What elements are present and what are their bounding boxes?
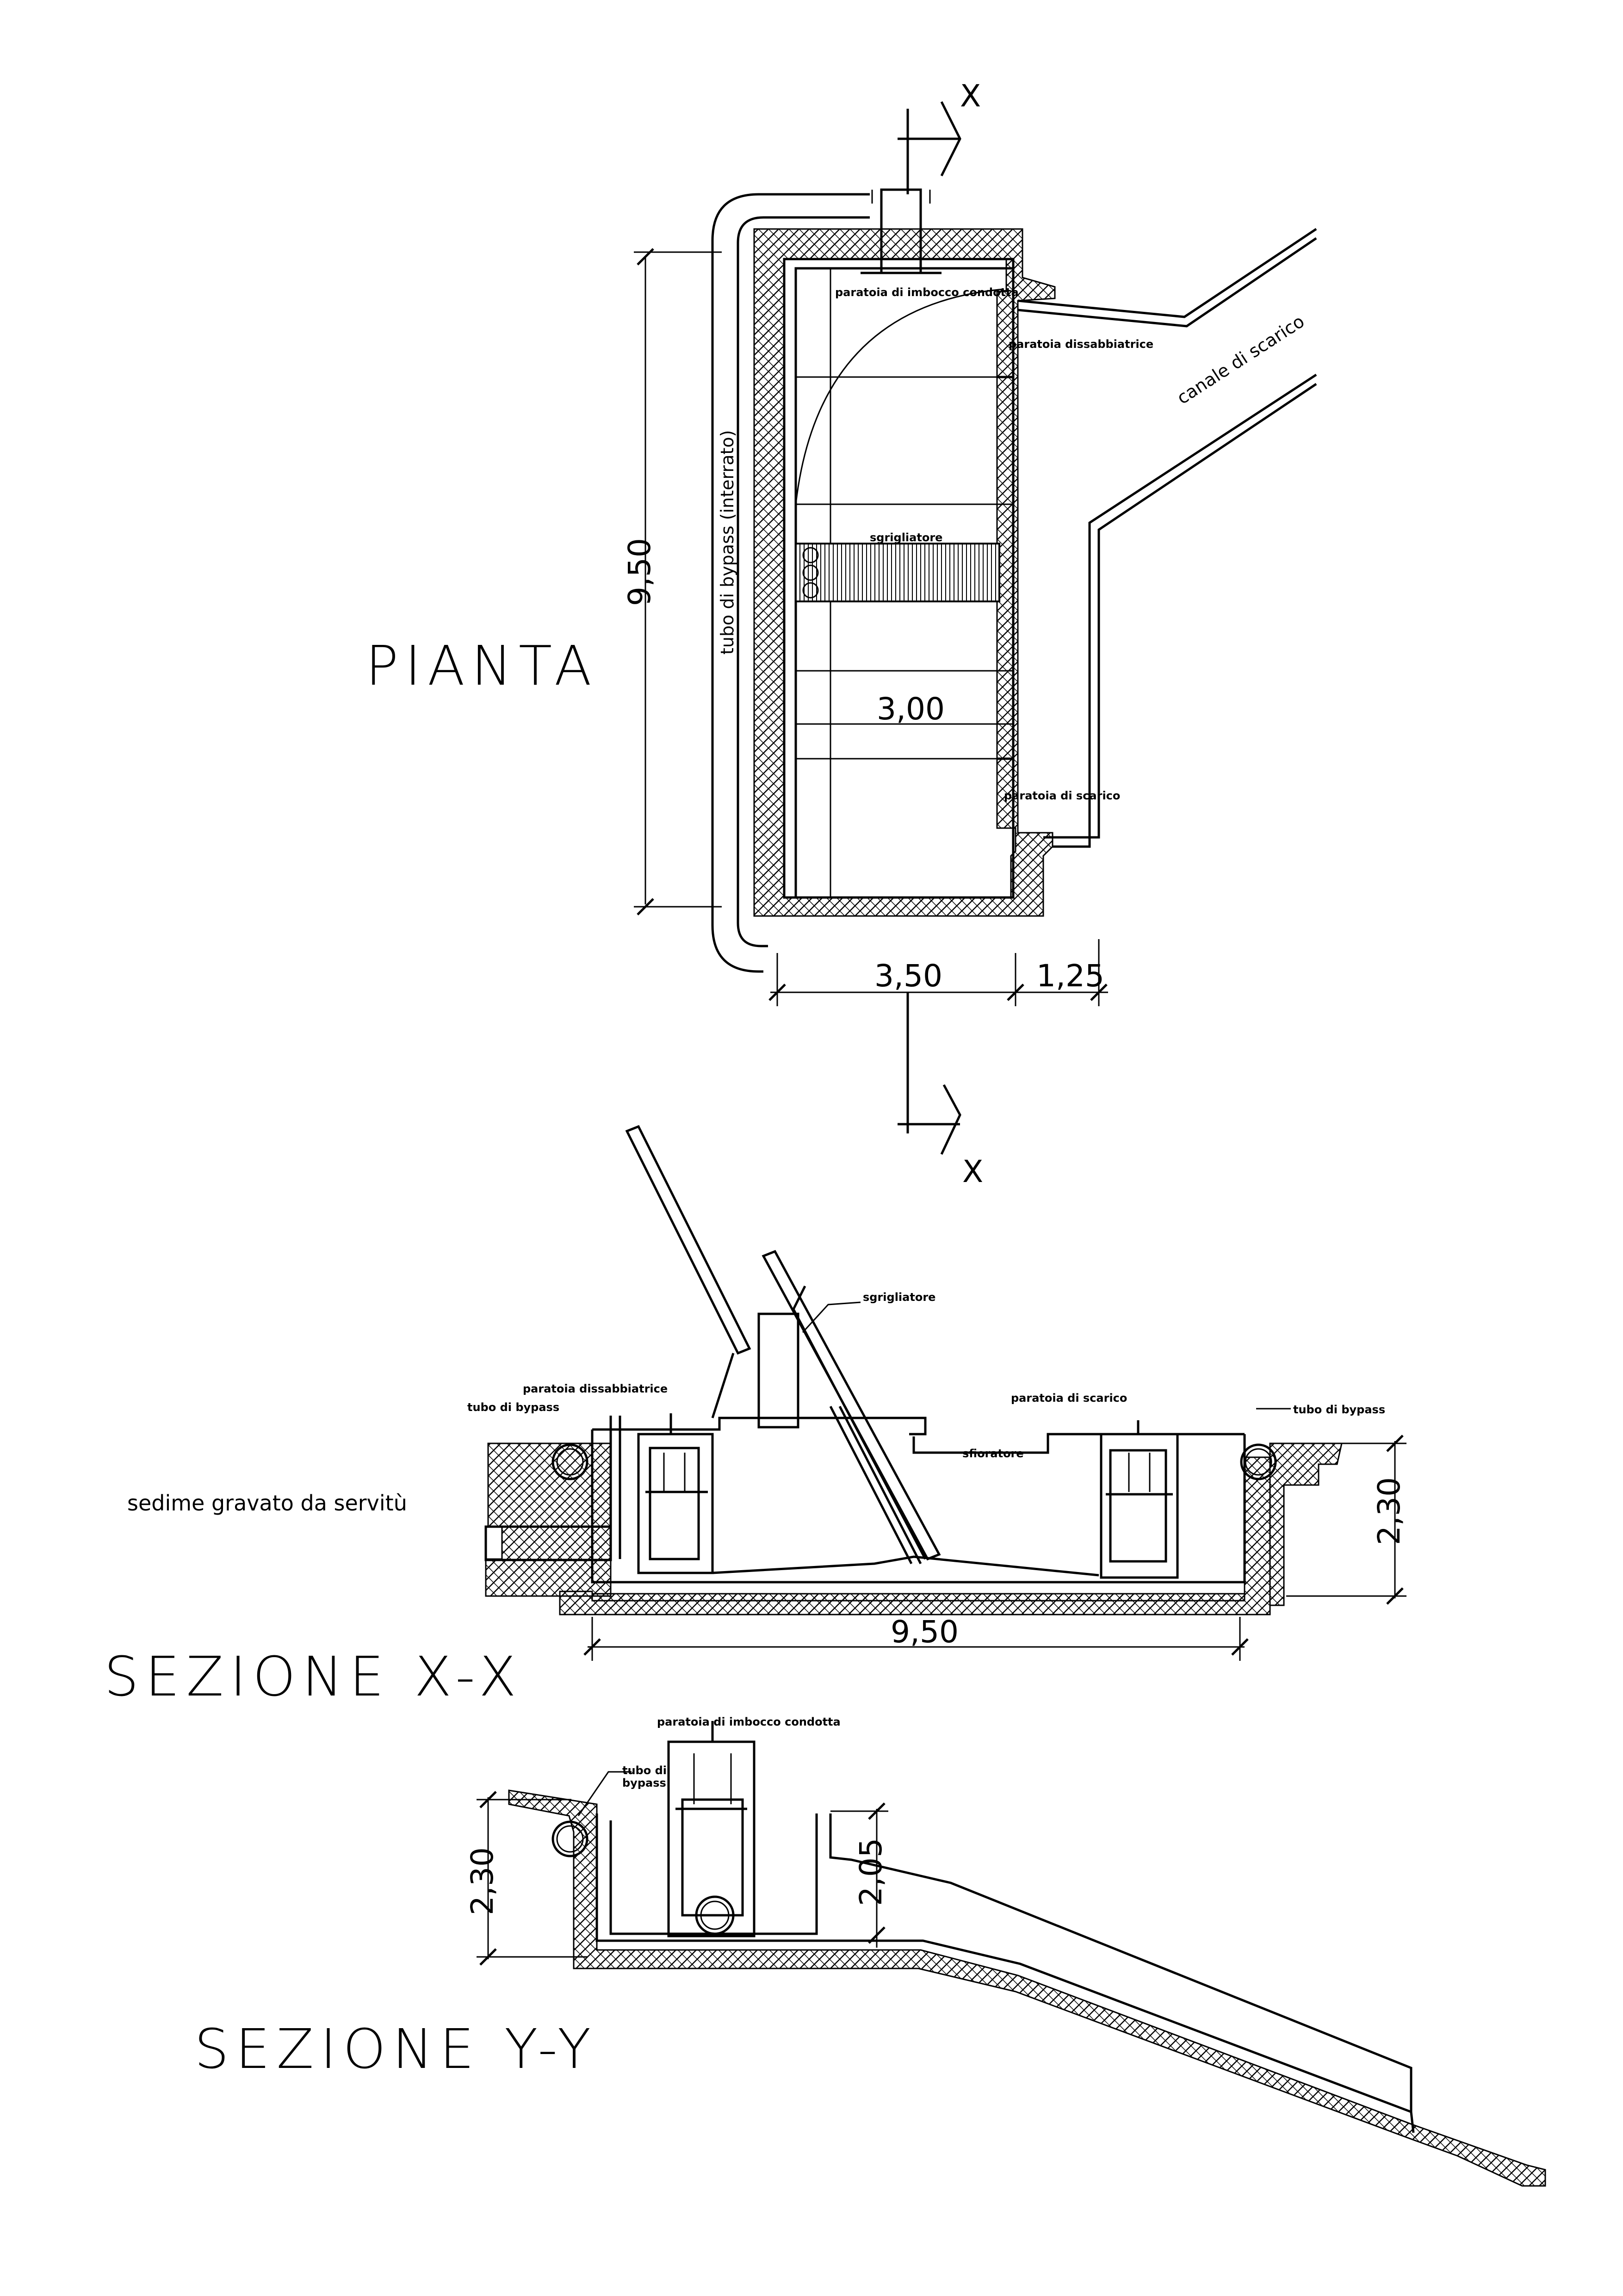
section-y-bypass-label-1: tubo di: [622, 1764, 667, 1777]
title-plan: PIANTA: [365, 634, 598, 698]
dim-section-y-height-value: 2,30: [465, 1847, 500, 1915]
dim-plan-inner-width: 3,00: [877, 691, 945, 727]
section-x-bypass-left: [551, 1443, 588, 1480]
title-section-y: SEZIONE Y-Y: [194, 2017, 597, 2081]
plan-screen-label: sgrigliatore: [870, 531, 942, 544]
section-x-screen-label: sgrigliatore: [863, 1291, 935, 1304]
section-x-view: 2,30 9,50 sgrigliatore paratoia dissabbi…: [104, 1125, 1407, 1708]
section-x-bypass-right-label: tubo di bypass: [1293, 1403, 1385, 1416]
section-x-bypass-left-label: tubo di bypass: [467, 1401, 559, 1414]
plan-view: X: [365, 78, 1317, 1189]
section-y-ground: [508, 1789, 1546, 2187]
bypass-pipe: [711, 193, 870, 973]
section-x-discharge-gate-label: paratoia di scarico: [1011, 1392, 1127, 1405]
dim-section-y-inner-value: 2,05: [853, 1838, 889, 1906]
section-x-ground-right: [1269, 1442, 1343, 1606]
dim-section-x-height-value: 2,30: [1371, 1477, 1407, 1545]
dim-section-y-height: [477, 1791, 588, 1966]
dim-plan-length: [634, 248, 722, 916]
dim-section-x-length-value: 9,50: [891, 1614, 959, 1650]
section-y-pipe: [695, 1895, 735, 1935]
section-x-screen-arm: [625, 1125, 941, 1565]
dim-section-x-length: [583, 1617, 1249, 1661]
dim-plan-side-value: 1,25: [1036, 958, 1104, 994]
section-y-bypass-label-2: bypass: [622, 1776, 666, 1789]
section-mark-top: X: [960, 78, 981, 114]
dim-plan-width-value: 3,50: [874, 958, 942, 994]
dim-plan-length-value: 9,50: [622, 538, 657, 606]
section-y-view: 2,30 2,05 paratoia di imbocco condotta t…: [194, 1715, 1546, 2187]
section-mark-bottom: X: [962, 1154, 983, 1189]
outlet-channel: [1017, 228, 1317, 848]
section-x-easement-label: sedime gravato da servitù: [127, 1491, 407, 1516]
dim-section-y-inner: [830, 1802, 888, 1948]
section-arrow-bottom: [898, 992, 961, 1155]
section-x-bypass-right: [1240, 1443, 1277, 1480]
section-y-bypass: [551, 1820, 588, 1857]
section-arrow-top: [898, 101, 961, 194]
section-x-left-gate: [637, 1433, 714, 1574]
section-x-spillway-label: sfioratore: [962, 1447, 1024, 1460]
section-x-basin: [591, 1430, 1246, 1584]
plan-bypass-label: tubo di bypass (interrato): [717, 430, 737, 655]
title-section-x: SEZIONE X-X: [104, 1645, 523, 1708]
section-y-inlet-gate-label: paratoia di imbocco condotta: [657, 1715, 841, 1728]
plan-arc: [795, 288, 1004, 505]
plan-discharge-gate-label: paratoia di scarico: [1004, 789, 1120, 802]
dim-plan-width: [768, 939, 1108, 1006]
plan-inlet-gate-label: paratoia di imbocco condotta: [835, 286, 1019, 299]
plan-sand-gate-label: paratoia dissabbiatrice: [1009, 338, 1153, 351]
dim-section-x-height: [1286, 1435, 1406, 1605]
screen-band: [795, 543, 1000, 602]
section-x-sand-gate-label: paratoia dissabbiatrice: [523, 1382, 668, 1395]
